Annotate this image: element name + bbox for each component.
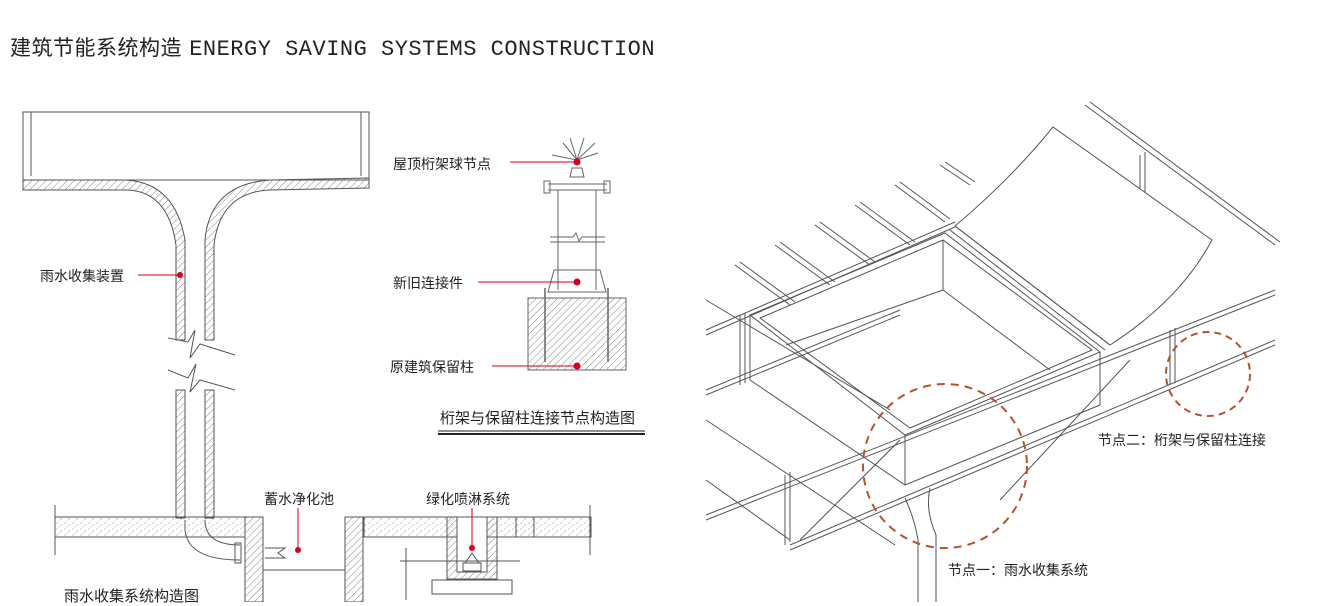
axonometric-drawing [705,101,1281,602]
storage-marker [295,547,301,553]
connector-marker [573,278,581,286]
node-2-label: 节点二：桁架与保留柱连接 [1098,433,1266,449]
rainwater-leaders [138,272,475,553]
collector-marker [177,272,183,278]
ball-joint-marker [573,158,581,166]
truss-column-drawing [527,137,627,371]
ground-slab [54,505,592,555]
truss-column-caption: 桁架与保留柱连接节点构造图 [440,409,636,427]
truss-caption-underline [438,430,645,435]
label-column: 原建筑保留柱 [390,360,474,376]
label-storage-pool: 蓄水净化池 [264,492,334,508]
label-ball-joint: 屋顶桁架球节点 [393,157,491,173]
page-title: 建筑节能系统构造 ENERGY SAVING SYSTEMS CONSTRUCT… [10,32,655,62]
node-2-highlight-circle [1165,331,1251,417]
page-title-cn: 建筑节能系统构造 [10,36,182,60]
truss-column-leaders [478,158,581,370]
purlins [734,101,1281,306]
ball-joint-icon [551,137,599,178]
node-1-highlight-circle [862,383,1028,549]
label-connector: 新旧连接件 [393,276,463,292]
rainwater-caption: 雨水收集系统构造图 [64,587,200,605]
column-marker [573,362,581,370]
storage-pool [244,516,364,602]
node-1-label: 节点一：雨水收集系统 [948,563,1088,579]
label-collector: 雨水收集装置 [40,269,124,285]
irrigation-marker [469,545,475,551]
collector-funnel [22,111,370,564]
page-title-en: ENERGY SAVING SYSTEMS CONSTRUCTION [189,37,656,62]
label-irrigation: 绿化喷淋系统 [426,492,510,508]
